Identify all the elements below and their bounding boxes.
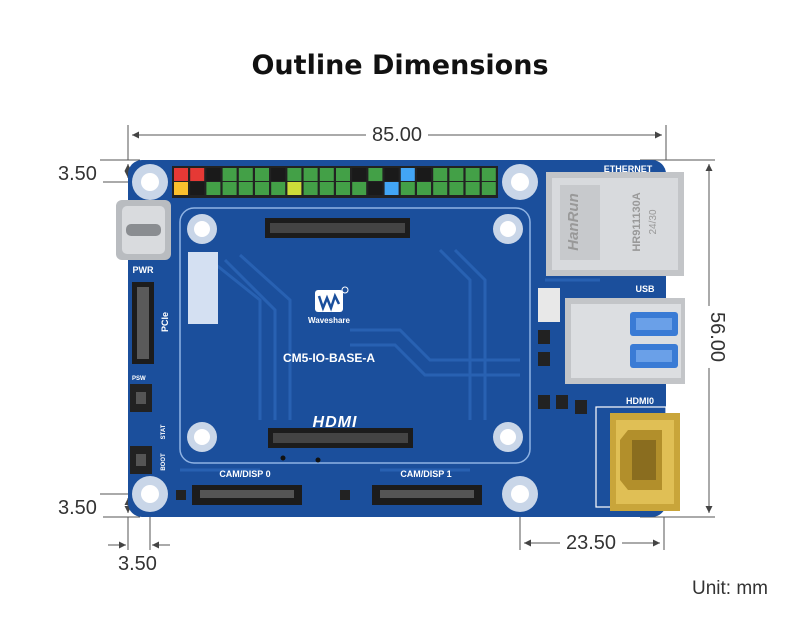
b2b-connectors bbox=[265, 218, 413, 463]
boot-label: BOOT bbox=[161, 453, 167, 471]
brand-label: Waveshare bbox=[308, 316, 351, 325]
gpio-pin bbox=[174, 168, 188, 181]
page-title: Outline Dimensions bbox=[251, 50, 549, 81]
ethernet-label: ETHERNET bbox=[604, 164, 653, 174]
gpio-pin bbox=[238, 182, 253, 195]
boot-button bbox=[130, 446, 152, 474]
rj45-code-label: 24/30 bbox=[648, 209, 659, 234]
waveshare-logo-icon bbox=[315, 286, 349, 312]
gpio-pin bbox=[190, 168, 205, 181]
gpio-pin bbox=[384, 168, 399, 181]
gpio-pin bbox=[465, 168, 480, 181]
gpio-pin bbox=[319, 182, 334, 195]
connector-offset-label: 23.50 bbox=[560, 532, 623, 554]
gpio-pin bbox=[368, 168, 383, 181]
gpio-pin bbox=[303, 182, 318, 195]
gpio-pin bbox=[222, 168, 237, 181]
gpio-pin bbox=[206, 168, 221, 181]
gpio-pin bbox=[352, 182, 367, 195]
gpio-pin bbox=[287, 168, 302, 181]
width-dimension-label: 85.00 bbox=[366, 124, 429, 146]
gpio-pin bbox=[465, 182, 480, 195]
gpio-pin bbox=[222, 182, 237, 195]
gpio-pin bbox=[287, 182, 302, 195]
cam-disp1-label: CAM/DISP 1 bbox=[400, 469, 451, 479]
rj45-part-label: HR911130A bbox=[631, 192, 643, 251]
gpio-pin bbox=[481, 182, 496, 195]
mounting-holes bbox=[132, 164, 538, 512]
gpio-pin bbox=[433, 182, 448, 195]
usb-c-power-port bbox=[116, 200, 171, 260]
gpio-pin bbox=[400, 168, 415, 181]
stat-label: STAT bbox=[161, 424, 167, 439]
rj45-brand-label: HanRun bbox=[565, 193, 582, 251]
gpio-pin bbox=[303, 168, 318, 181]
cam-disp1-connector bbox=[372, 485, 482, 505]
gpio-pin bbox=[255, 182, 269, 195]
jst-connector bbox=[538, 288, 560, 322]
usb-a-port bbox=[565, 298, 685, 384]
hole-left-offset-label: 3.50 bbox=[112, 553, 163, 575]
hdmi0-label: HDMI0 bbox=[626, 396, 654, 406]
cam-disp0-label: CAM/DISP 0 bbox=[219, 469, 270, 479]
gpio-pin bbox=[271, 168, 286, 181]
gpio-pin bbox=[400, 182, 415, 195]
hole-bottom-offset-label: 3.50 bbox=[52, 497, 103, 519]
gpio-pin bbox=[190, 182, 205, 195]
gpio-pin bbox=[449, 182, 464, 195]
hole-top-offset-label: 3.50 bbox=[52, 163, 103, 185]
power-switch-button bbox=[130, 384, 152, 412]
pcb-board bbox=[128, 160, 666, 517]
ethernet-port bbox=[546, 172, 684, 276]
unit-label: Unit: mm bbox=[692, 578, 768, 599]
gpio-pin bbox=[384, 182, 399, 195]
gpio-pin bbox=[255, 168, 269, 181]
gpio-pin bbox=[433, 168, 448, 181]
cam-disp0-connector bbox=[192, 485, 302, 505]
gpio-pin bbox=[336, 182, 350, 195]
gpio-pin bbox=[368, 182, 383, 195]
gpio-pin bbox=[319, 168, 334, 181]
pwr-label: PWR bbox=[133, 265, 154, 275]
gpio-pin bbox=[417, 168, 431, 181]
gpio-pin bbox=[336, 168, 350, 181]
hdmi-port bbox=[610, 413, 680, 511]
pcie-label: PCIe bbox=[160, 312, 170, 332]
height-dimension-label: 56.00 bbox=[706, 305, 729, 369]
model-label: CM5-IO-BASE-A bbox=[283, 351, 375, 365]
gpio-pin bbox=[417, 182, 431, 195]
psw-label: PSW bbox=[132, 376, 146, 382]
pcie-connector bbox=[132, 282, 154, 364]
gpio-pin bbox=[481, 168, 496, 181]
gpio-pin bbox=[238, 168, 253, 181]
gpio-pin bbox=[352, 168, 367, 181]
usb-label: USB bbox=[635, 284, 655, 294]
gpio-pin bbox=[271, 182, 286, 195]
gpio-header bbox=[172, 166, 498, 198]
gpio-pin bbox=[449, 168, 464, 181]
hdmi-logo-label: HDMI bbox=[313, 414, 358, 431]
gpio-pin bbox=[206, 182, 221, 195]
gpio-pin bbox=[174, 182, 188, 195]
